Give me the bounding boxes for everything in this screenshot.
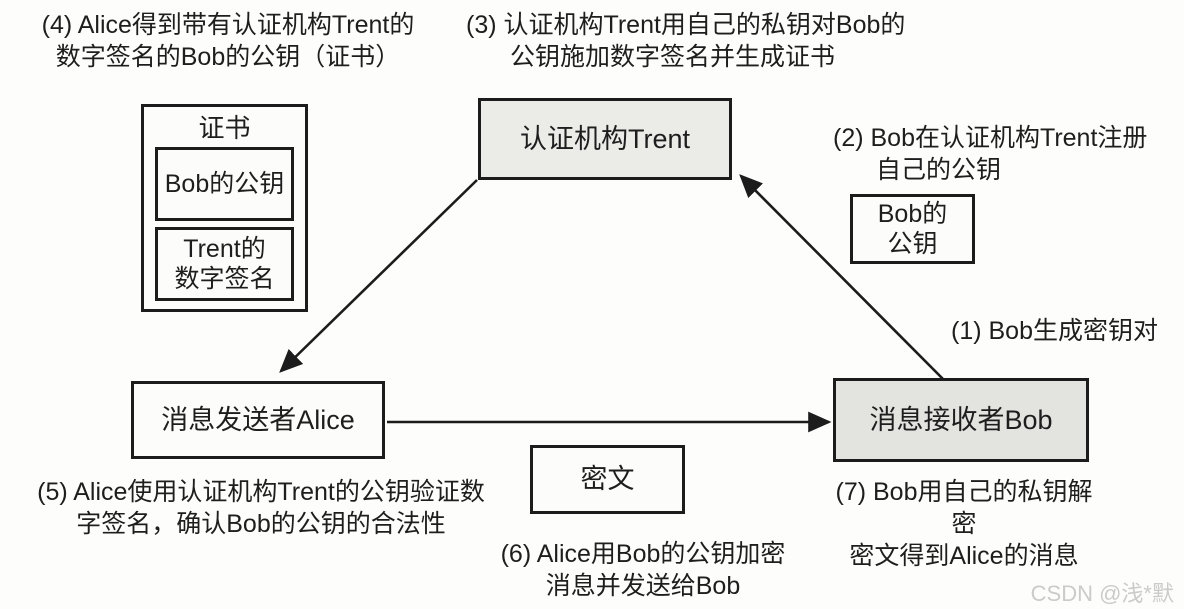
certificate-box: 证书 Bob的公钥 Trent的 数字签名: [141, 104, 308, 312]
annotation-step4: (4) Alice得到带有认证机构Trent的 数字签名的Bob的公钥（证书）: [10, 9, 446, 73]
annotation-step2: (2) Bob在认证机构Trent注册 自己的公钥: [833, 122, 1147, 186]
annotation-step2-line1: (2) Bob在认证机构Trent注册: [833, 124, 1148, 152]
ciphertext-node: 密文: [530, 445, 685, 514]
annotation-step2-line2: 自己的公钥: [876, 156, 1002, 184]
alice-label: 消息发送者Alice: [161, 404, 355, 435]
bob-label: 消息接收者Bob: [869, 404, 1053, 435]
annotation-step7: (7) Bob用自己的私钥解密 密文得到Alice的消息: [826, 476, 1102, 572]
annotation-step5: (5) Alice使用认证机构Trent的公钥验证数 字签名，确认Bob的公钥的…: [12, 476, 510, 540]
annotation-step3-line2: 公钥施加数字签名并生成证书: [510, 43, 836, 71]
annotation-step1: (1) Bob生成密钥对: [951, 315, 1158, 347]
annotation-step7-line1: (7) Bob用自己的私钥解密: [835, 478, 1093, 538]
watermark: CSDN @浅*默: [1030, 581, 1174, 606]
annotation-step4-line2: 数字签名的Bob的公钥（证书）: [55, 43, 401, 71]
bob-public-key-box: Bob的 公钥: [850, 194, 975, 264]
certificate-signature-box: Trent的 数字签名: [155, 227, 294, 301]
annotation-step1-line1: (1) Bob生成密钥对: [951, 317, 1158, 345]
annotation-step5-line2: 字签名，确认Bob的公钥的合法性: [76, 510, 446, 538]
annotation-step4-line1: (4) Alice得到带有认证机构Trent的: [41, 11, 415, 39]
ciphertext-label: 密文: [580, 464, 635, 494]
certificate-title: 证书: [198, 113, 251, 143]
annotation-step5-line1: (5) Alice使用认证机构Trent的公钥验证数: [37, 478, 485, 506]
annotation-step7-line2: 密文得到Alice的消息: [849, 542, 1079, 570]
annotation-step6-line2: 消息并发送给Bob: [545, 572, 741, 600]
certificate-public-key-label: Bob的公钥: [164, 170, 285, 198]
annotation-step3: (3) 认证机构Trent用自己的私钥对Bob的 公钥施加数字签名并生成证书: [466, 9, 905, 73]
alice-node: 消息发送者Alice: [131, 381, 385, 459]
annotation-step6: (6) Alice用Bob的公钥加密 消息并发送给Bob: [492, 538, 794, 602]
trent-node: 认证机构Trent: [478, 98, 732, 180]
certificate-signature-label: Trent的 数字签名: [174, 235, 275, 293]
certificate-public-key-box: Bob的公钥: [155, 147, 294, 221]
trent-label: 认证机构Trent: [519, 123, 690, 154]
arrow-trent-to-alice: [279, 179, 478, 373]
bob-public-key-label: Bob的 公钥: [877, 200, 948, 258]
annotation-step3-line1: (3) 认证机构Trent用自己的私钥对Bob的: [466, 11, 906, 39]
bob-node: 消息接收者Bob: [833, 378, 1089, 462]
annotation-step6-line1: (6) Alice用Bob的公钥加密: [500, 540, 786, 568]
